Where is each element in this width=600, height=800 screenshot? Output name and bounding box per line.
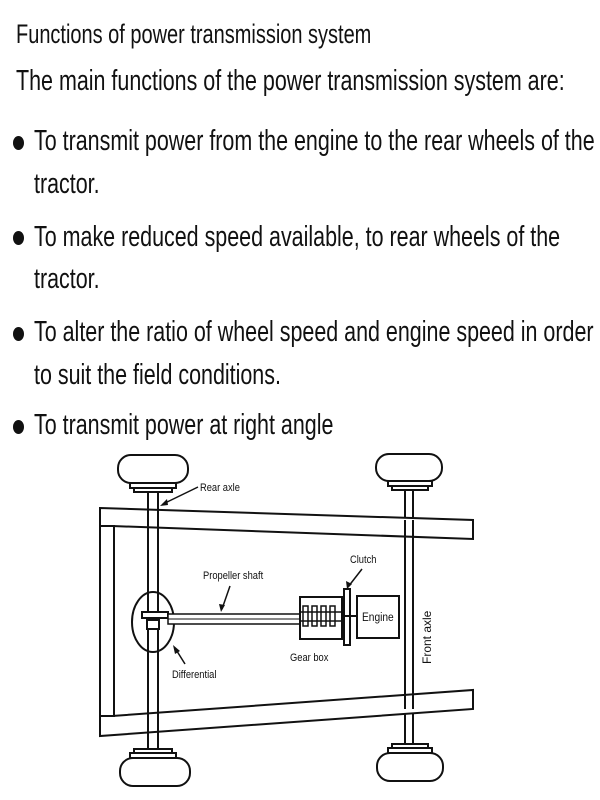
bullet-1-line-1: To transmit power from the engine to the…	[34, 125, 595, 157]
label-propeller-shaft: Propeller shaft	[203, 570, 263, 582]
frame-bottom-beam	[99, 688, 474, 738]
wheel-rear-left	[117, 454, 189, 493]
wheel-front-left	[375, 453, 443, 491]
bullet-icon	[13, 231, 24, 245]
tractor-transmission-diagram: Rear axle Propeller shaft Clutch Engine …	[99, 453, 474, 787]
bullet-2-line-1: To make reduced speed available, to rear…	[34, 221, 561, 253]
bullet-1-line-2: tractor.	[34, 168, 100, 200]
wheel-front-right	[376, 743, 444, 782]
label-rear-axle: Rear axle	[200, 482, 240, 494]
bullet-2-line-2: tractor.	[34, 263, 100, 295]
label-clutch: Clutch	[350, 554, 376, 566]
bullet-icon	[13, 420, 24, 434]
page-title: Functions of power transmission system	[16, 19, 372, 49]
bullet-4-line-1: To transmit power at right angle	[34, 409, 334, 441]
bullet-3-line-2: to suit the field conditions.	[34, 359, 281, 391]
bullet-3-line-1: To alter the ratio of wheel speed and en…	[34, 316, 594, 348]
frame-left-member	[99, 525, 115, 717]
label-differential: Differential	[172, 669, 216, 681]
bullet-icon	[13, 327, 24, 341]
wheel-rear-right	[119, 748, 191, 787]
bullet-icon	[13, 136, 24, 150]
label-engine: Engine	[362, 611, 394, 624]
engine	[356, 595, 400, 639]
label-gear-box: Gear box	[290, 652, 328, 664]
intro-text: The main functions of the power transmis…	[16, 65, 565, 97]
label-front-axle: Front axle	[420, 610, 434, 664]
frame-top-beam	[99, 506, 474, 541]
